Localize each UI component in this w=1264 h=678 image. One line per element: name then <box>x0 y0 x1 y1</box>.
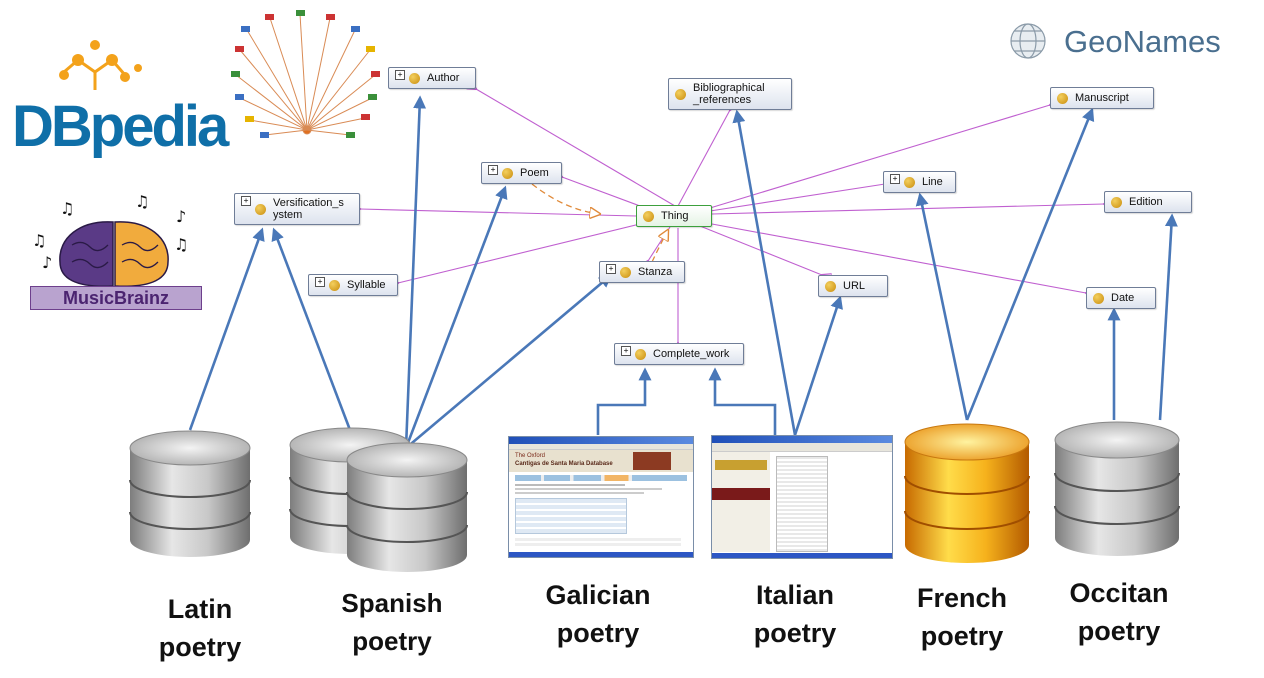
node-label: Syllable <box>347 279 386 291</box>
node-complete-work[interactable]: + Complete_work <box>614 343 744 365</box>
arrow-spanish-author <box>404 95 427 449</box>
label-french-poetry: French poetry <box>916 583 1008 651</box>
label-spanish-poetry: Spanish poetry <box>341 588 443 656</box>
node-url[interactable]: URL <box>818 275 888 297</box>
label-italian-poetry: Italian poetry <box>753 580 837 648</box>
galician-subtitle: Cantigas de Santa Maria Database <box>515 461 613 467</box>
svg-text:♫: ♫ <box>60 199 74 218</box>
node-edition[interactable]: Edition <box>1104 191 1192 213</box>
class-icon <box>1111 196 1122 208</box>
italian-database-screenshot <box>711 435 893 559</box>
class-icon <box>675 88 686 100</box>
class-icon <box>825 280 836 292</box>
node-label: Poem <box>520 167 549 179</box>
link-vers-thing <box>360 209 637 217</box>
link-bib-thing <box>677 110 730 207</box>
arrow-galician-complete <box>596 367 652 435</box>
class-icon <box>643 210 654 222</box>
class-icon <box>1057 92 1068 104</box>
link-stanza-thing-dashed <box>651 230 668 263</box>
node-manuscript[interactable]: Manuscript <box>1050 87 1154 109</box>
link-line-thing <box>709 184 885 212</box>
link-syllable-thing <box>398 223 641 283</box>
db-occitan-icon <box>1054 421 1180 556</box>
link-poem-stanza <box>531 183 600 214</box>
class-icon <box>502 167 513 179</box>
arrow-spanish-stanza <box>405 274 612 449</box>
class-icon <box>329 279 340 291</box>
class-icon <box>409 72 420 84</box>
arrow-latin-vers <box>188 227 265 431</box>
node-label: Date <box>1111 292 1135 304</box>
node-label: Complete_work <box>653 348 730 360</box>
label-latin-poetry: Latin poetry <box>158 594 242 662</box>
dbpedia-logo: DBpedia <box>12 94 229 159</box>
class-icon <box>635 348 646 360</box>
musicbrainz-logo: MusicBrainz <box>30 286 202 310</box>
arrow-italian-url <box>793 295 843 436</box>
galician-database-screenshot: The Oxford Cantigas de Santa Maria Datab… <box>508 436 694 558</box>
node-poem[interactable]: + Poem <box>481 162 562 184</box>
node-stanza[interactable]: + Stanza <box>599 261 685 283</box>
node-thing[interactable]: Thing <box>636 205 712 227</box>
link-author-thing <box>476 89 676 207</box>
class-icon <box>904 176 915 188</box>
globe-icon <box>1010 23 1046 59</box>
expand-icon[interactable]: + <box>315 277 325 287</box>
node-syllable[interactable]: + Syllable <box>308 274 398 296</box>
expand-icon[interactable]: + <box>606 264 616 274</box>
node-date[interactable]: Date <box>1086 287 1156 309</box>
db-latin-icon <box>129 430 251 557</box>
node-bibliographical-references[interactable]: Bibliographical _references <box>668 78 792 110</box>
arrow-spanish-poem <box>404 185 508 449</box>
db-french-icon <box>904 423 1030 563</box>
expand-icon[interactable]: + <box>890 174 900 184</box>
node-label: Versification_s ystem <box>273 197 344 221</box>
svg-text:♫: ♫ <box>135 192 149 211</box>
node-label: Thing <box>661 210 689 222</box>
node-label: Line <box>922 176 943 188</box>
svg-text:♫: ♫ <box>174 235 188 254</box>
db-spanish-front-icon <box>346 442 468 572</box>
link-poem-thing <box>562 177 641 207</box>
class-icon <box>255 203 266 215</box>
node-label: URL <box>843 280 866 292</box>
expand-icon[interactable]: + <box>621 346 631 356</box>
svg-text:♪: ♪ <box>176 207 186 226</box>
node-label: Stanza <box>638 266 673 278</box>
node-author[interactable]: + Author <box>388 67 476 89</box>
class-icon <box>620 266 631 278</box>
expand-icon[interactable]: + <box>488 165 498 175</box>
musicbrainz-brain-icon: ♫ ♫ ♪ ♫ ♪ ♫ <box>32 192 188 287</box>
link-edition-thing <box>711 204 1104 215</box>
node-label: Edition <box>1129 196 1163 208</box>
linked-data-cloud-icon <box>231 10 380 138</box>
arrow-italian-complete <box>708 367 777 435</box>
expand-icon[interactable]: + <box>241 196 251 206</box>
class-icon <box>1093 292 1104 304</box>
svg-text:♪: ♪ <box>42 253 52 272</box>
label-occitan-poetry: Occitan poetry <box>1069 578 1169 646</box>
node-label: Bibliographical _references <box>693 82 765 106</box>
node-versification-system[interactable]: + Versification_s ystem <box>234 193 360 225</box>
mapping-arrows <box>188 95 1178 449</box>
expand-icon[interactable]: + <box>395 70 405 80</box>
arrow-occitan-edition <box>1158 213 1178 421</box>
arrow-italian-bib <box>732 109 797 436</box>
link-manuscript-thing <box>709 105 1050 209</box>
node-label: Author <box>427 72 460 84</box>
geonames-logo: GeoNames <box>1064 24 1221 59</box>
dbpedia-network-icon <box>59 40 142 90</box>
label-galician-poetry: Galician poetry <box>545 580 651 648</box>
node-line[interactable]: + Line <box>883 171 956 193</box>
object-property-links <box>531 183 668 263</box>
ontology-links <box>360 89 1104 343</box>
arrow-french-line <box>915 192 969 421</box>
svg-text:♫: ♫ <box>32 231 46 250</box>
node-label: Manuscript <box>1075 92 1129 104</box>
arrow-french-manuscript <box>965 107 1095 421</box>
arrow-spanish-vers <box>271 227 352 431</box>
galician-title: The Oxford <box>515 453 546 459</box>
